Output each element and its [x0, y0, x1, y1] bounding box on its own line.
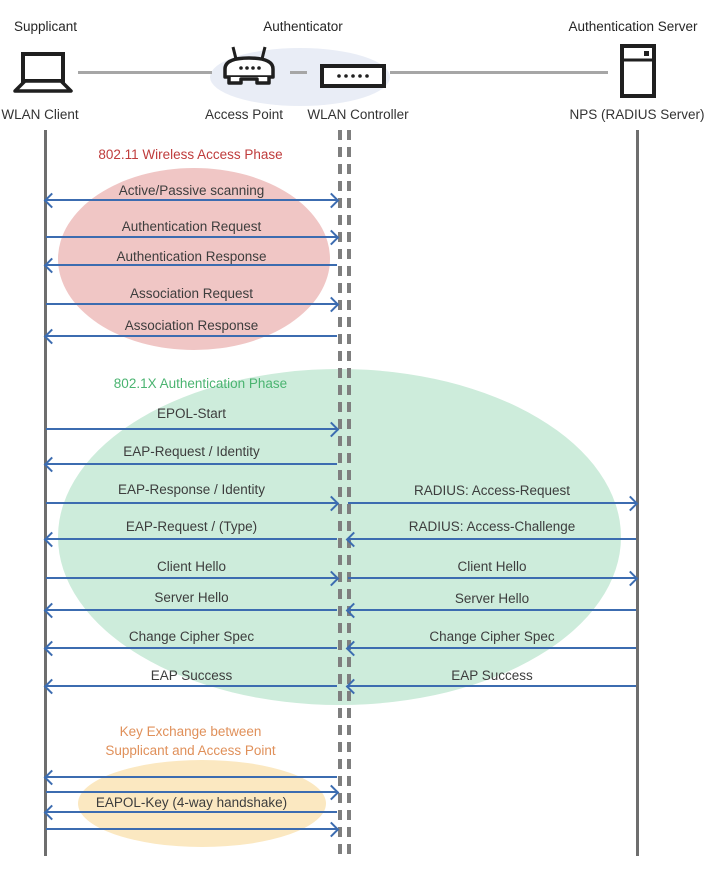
- arrow-eapol-key-3: [43, 804, 338, 821]
- arrow-eap-success-right: [345, 678, 637, 695]
- arrow-eap-request-identity: [43, 456, 338, 473]
- msg-label-scanning: Active/Passive scanning: [118, 183, 265, 198]
- arrow-epol-start: [45, 421, 340, 438]
- phase-title-dot1x: 802.1X Authentication Phase: [113, 376, 288, 391]
- node-label-wlan-controller: WLAN Controller: [307, 107, 409, 122]
- arrow-auth-response: [43, 257, 338, 274]
- arrow-radius-access-challenge: [345, 531, 637, 548]
- arrow-auth-request: [45, 229, 340, 246]
- role-authentication-server: Authentication Server: [568, 19, 698, 34]
- arrow-eapol-key-4: [45, 821, 340, 838]
- arrow-server-hello-left: [43, 602, 338, 619]
- wlan-controller-icon: [320, 64, 386, 93]
- lifeline-client: [44, 130, 47, 856]
- access-point-icon: [220, 46, 278, 97]
- wireless-phase-ellipse: [58, 168, 330, 350]
- msg-label-radius-access-request: RADIUS: Access-Request: [413, 483, 571, 498]
- phase-title-key-exchange-line1: Key Exchange between: [119, 724, 262, 739]
- arrow-eapol-key-1: [43, 769, 338, 786]
- msg-label-eap-request-type: EAP-Request / (Type): [125, 519, 258, 534]
- msg-label-auth-response: Authentication Response: [116, 249, 267, 264]
- msg-label-epol-start: EPOL-Start: [156, 406, 227, 421]
- arrow-server-hello-right: [345, 602, 637, 619]
- arrow-eap-request-type: [43, 531, 338, 548]
- msg-label-client-hello-right: Client Hello: [457, 559, 527, 574]
- arrow-scanning: [43, 192, 340, 209]
- msg-label-assoc-response: Association Response: [124, 318, 259, 333]
- connector-client-ap: [78, 71, 212, 74]
- arrow-change-cipher-left: [43, 640, 338, 657]
- msg-label-radius-access-challenge: RADIUS: Access-Challenge: [408, 519, 576, 534]
- msg-label-eap-success-right: EAP Success: [451, 668, 533, 683]
- role-supplicant: Supplicant: [14, 19, 78, 34]
- msg-label-eap-request-identity: EAP-Request / Identity: [123, 444, 260, 459]
- msg-label-server-hello-left: Server Hello: [154, 590, 229, 605]
- arrow-assoc-response: [43, 328, 338, 345]
- lifeline-controller-dashed-1: [338, 130, 342, 856]
- arrow-eap-success-left: [43, 678, 338, 695]
- msg-label-client-hello-left: Client Hello: [156, 559, 227, 574]
- msg-label-change-cipher-left: Change Cipher Spec: [128, 629, 255, 644]
- msg-label-server-hello-right: Server Hello: [454, 591, 530, 606]
- msg-label-auth-request: Authentication Request: [121, 219, 262, 234]
- key-exchange-ellipse: [78, 760, 326, 847]
- msg-label-eap-response-identity: EAP-Response / Identity: [117, 482, 266, 497]
- connector-ap-controller: [290, 71, 307, 74]
- msg-label-eapol-key: EAPOL-Key (4-way handshake): [95, 795, 288, 810]
- node-label-access-point: Access Point: [204, 107, 284, 122]
- arrow-change-cipher-right: [345, 640, 637, 657]
- msg-label-eap-success-left: EAP Success: [150, 668, 233, 683]
- arrow-client-hello-right: [347, 570, 639, 587]
- node-label-nps: NPS (RADIUS Server): [569, 107, 705, 122]
- arrow-assoc-request: [45, 296, 340, 313]
- lifeline-server: [636, 130, 639, 856]
- arrow-radius-access-request: [347, 495, 639, 512]
- arrow-eapol-key-2: [45, 784, 340, 801]
- role-authenticator: Authenticator: [263, 19, 343, 34]
- arrow-eap-response-identity: [45, 495, 340, 512]
- connector-controller-server: [390, 71, 608, 74]
- phase-title-key-exchange: Key Exchange between Supplicant and Acce…: [44, 722, 337, 760]
- phase-title-key-exchange-line2: Supplicant and Access Point: [105, 743, 276, 758]
- msg-label-assoc-request: Association Request: [129, 286, 254, 301]
- arrow-client-hello-left: [45, 570, 340, 587]
- lifeline-controller-dashed-2: [347, 130, 351, 856]
- phase-title-wireless: 802.11 Wireless Access Phase: [98, 147, 283, 162]
- node-label-wlan-client: WLAN Client: [1, 107, 79, 122]
- msg-label-change-cipher-right: Change Cipher Spec: [429, 629, 555, 644]
- laptop-icon: [12, 52, 74, 99]
- server-icon: [620, 44, 656, 103]
